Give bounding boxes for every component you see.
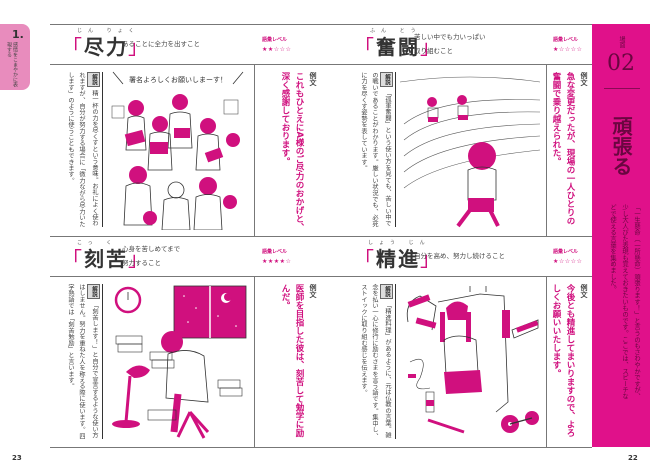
rule-bottom bbox=[50, 447, 592, 448]
reibun-tag: 例文 bbox=[309, 284, 317, 298]
level-stars: ★☆☆☆☆ bbox=[553, 258, 583, 265]
rule-top bbox=[50, 24, 592, 25]
scene-description: 「一生懸命（一所懸命）頑張ります！」と言うのもさわやかですが、少し大人びた表現も… bbox=[609, 204, 640, 400]
scene-word: 頑張る bbox=[609, 116, 633, 176]
divider-card4-reibun bbox=[546, 276, 547, 447]
level-stars: ★☆☆☆☆ bbox=[553, 46, 583, 53]
word-reading: こっ く bbox=[77, 240, 118, 246]
word-meaning: 自分を高め、努力し続けること bbox=[414, 252, 505, 260]
kaisetsu-text: 解説「精進料理」があるように、元は仏教の言葉。雑念を払い一心に修行に励むさまを言… bbox=[360, 284, 393, 439]
level-stars: ★★☆☆☆ bbox=[262, 46, 292, 53]
reibun-tag: 例文 bbox=[309, 72, 317, 86]
chapter-tab[interactable]: 1. 感情をこまやかに表現する bbox=[0, 24, 30, 90]
word-title: 「刻苦」 bbox=[62, 247, 150, 271]
illustration-gym-training bbox=[406, 286, 539, 434]
page-number-right: 22 bbox=[628, 454, 638, 462]
kaisetsu-text: 解説精一杯の力を尽くすという意味。お礼によく使われますが、自分が努力する場合に「… bbox=[67, 72, 100, 227]
chapter-number: 1. bbox=[12, 28, 24, 41]
kaisetsu-tag: 解説 bbox=[87, 284, 100, 299]
illustration-relay-race bbox=[400, 76, 541, 228]
kaisetsu-rule bbox=[102, 72, 103, 227]
kaisetsu-rule bbox=[395, 72, 396, 227]
scene-sidebar: 場面 02 頑張る 「一生懸命（一所懸命）頑張ります！」と言うのもさわやかですが… bbox=[592, 24, 650, 447]
rule-upper-header bbox=[50, 64, 592, 65]
kaisetsu-rule bbox=[102, 284, 103, 439]
level-stars: ★★★★☆ bbox=[262, 258, 292, 265]
level-label: 語彙レベル bbox=[262, 37, 288, 43]
kaisetsu-rule bbox=[395, 284, 396, 439]
word-reading: しょう じん bbox=[368, 240, 431, 246]
rule-middle bbox=[50, 236, 592, 237]
reibun-text: 例文これもひとえにA様のご尽力のおかげと、深く感謝しております。 bbox=[262, 72, 320, 232]
kaisetsu-tag: 解説 bbox=[380, 284, 393, 299]
reibun-text: 例文医師を目指した彼は、刻苦して勉学に励んだ。 bbox=[262, 284, 320, 444]
reibun-text: 例文今後とも精進してまいりますので、よろしくお願いいたします。 bbox=[551, 284, 591, 444]
level-label: 語彙レベル bbox=[553, 37, 579, 43]
illustration-signature-campaign: 署名よろしくお願いしまーす！ bbox=[111, 71, 244, 230]
divider-card3-reibun bbox=[254, 276, 255, 447]
divider-card2-reibun bbox=[546, 64, 547, 236]
reibun-tag: 例文 bbox=[580, 72, 588, 86]
word-reading: じん りょく bbox=[77, 28, 140, 34]
word-title: 「精進」 bbox=[354, 247, 442, 271]
kaisetsu-text: 解説「孤軍奮闘」という使い方を見ても、苦しい中での戦いであることがわかります。厳… bbox=[360, 72, 393, 227]
level-label: 語彙レベル bbox=[262, 249, 288, 255]
word-meaning-line1: 心身を苦しめてまで bbox=[122, 245, 181, 253]
scene-label: 場面 bbox=[618, 36, 625, 48]
level-label: 語彙レベル bbox=[553, 249, 579, 255]
word-meaning-line2: 努力すること bbox=[122, 259, 161, 267]
word-meaning-line2: 取り組むこと bbox=[414, 47, 453, 55]
word-reading: ふん とう bbox=[370, 28, 422, 34]
rule-lower-header bbox=[50, 276, 592, 277]
scene-number: 02 bbox=[607, 51, 635, 76]
page-number-left: 23 bbox=[12, 454, 22, 462]
chapter-title: 感情をこまやかに表現する bbox=[6, 42, 18, 87]
word-title: 「奮闘」 bbox=[354, 35, 442, 59]
reibun-text: 例文急な変更だったが、現場の一人ひとりの奮闘で乗り越えられた。 bbox=[551, 72, 591, 232]
word-meaning: あることに全力を出すこと bbox=[122, 40, 200, 48]
illustration-studying-at-night bbox=[112, 285, 247, 439]
illustration-caption: 署名よろしくお願いしまーす！ bbox=[129, 75, 227, 84]
word-title: 「尽力」 bbox=[62, 35, 150, 59]
divider-card1-reibun bbox=[254, 64, 255, 236]
kaisetsu-tag: 解説 bbox=[87, 72, 100, 87]
kaisetsu-text: 解説「刻苦します！」と自分で宣言するような使い方はしません。努力を重ねた人を称え… bbox=[67, 284, 100, 439]
kaisetsu-tag: 解説 bbox=[380, 72, 393, 87]
reibun-tag: 例文 bbox=[580, 284, 588, 298]
word-meaning-line1: 苦しい中でも力いっぱい bbox=[414, 33, 486, 41]
scene-divider bbox=[604, 88, 640, 89]
